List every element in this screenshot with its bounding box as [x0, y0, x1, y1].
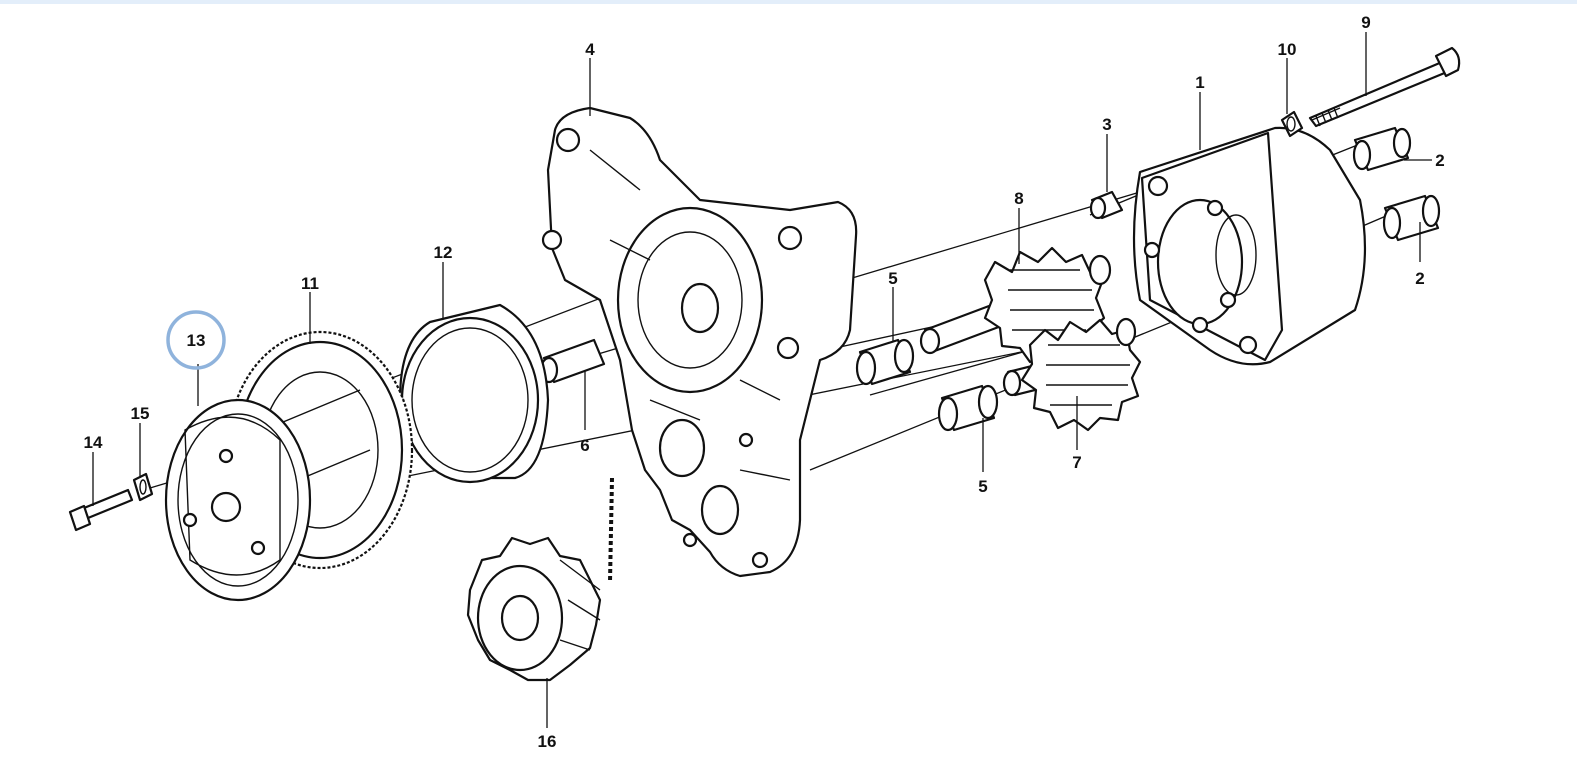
callout-4[interactable]: 4 — [585, 40, 595, 59]
callout-2-upper[interactable]: 2 — [1435, 151, 1444, 170]
callout-2-lower[interactable]: 2 — [1415, 269, 1424, 288]
selected-callout-ring — [166, 310, 226, 370]
callout-16[interactable]: 16 — [538, 732, 557, 751]
driven-gear[interactable] — [1002, 317, 1142, 432]
top-accent-bar — [0, 0, 1577, 4]
bushing-lower[interactable] — [937, 384, 999, 432]
hex-bolt[interactable] — [68, 488, 134, 532]
callout-1[interactable]: 1 — [1195, 73, 1204, 92]
helical-gear[interactable] — [466, 536, 602, 682]
lock-washer[interactable] — [1280, 110, 1304, 138]
callout-14[interactable]: 14 — [84, 433, 103, 452]
dowel-pin[interactable] — [539, 338, 606, 384]
bearing-ring[interactable] — [398, 303, 550, 484]
callout-15[interactable]: 15 — [131, 404, 150, 423]
callout-10[interactable]: 10 — [1278, 40, 1297, 59]
callout-9[interactable]: 9 — [1361, 13, 1370, 32]
callout-6[interactable]: 6 — [580, 436, 589, 455]
callout-11[interactable]: 11 — [301, 274, 319, 293]
callout-7[interactable]: 7 — [1072, 453, 1081, 472]
dowel-sleeve-upper[interactable] — [1352, 126, 1412, 172]
washer[interactable] — [132, 472, 154, 502]
callout-labels: 1 2 2 3 4 5 5 6 7 8 9 10 11 12 13 14 15 … — [84, 13, 1445, 751]
callout-8[interactable]: 8 — [1014, 189, 1023, 208]
small-sleeve[interactable] — [1089, 190, 1124, 220]
dowel-sleeve-lower[interactable] — [1382, 194, 1441, 242]
hub-pulley[interactable] — [164, 398, 312, 602]
callout-5-upper[interactable]: 5 — [888, 269, 897, 288]
pump-housing[interactable] — [1132, 126, 1367, 366]
callout-3[interactable]: 3 — [1102, 115, 1111, 134]
gear-cover-bracket[interactable] — [541, 106, 858, 578]
callout-13[interactable]: 13 — [187, 331, 206, 350]
bushing-upper[interactable] — [855, 338, 915, 386]
callout-leaders — [92, 32, 1432, 728]
callout-5-lower[interactable]: 5 — [978, 477, 987, 496]
long-bolt[interactable] — [1308, 46, 1461, 128]
callout-12[interactable]: 12 — [434, 243, 453, 262]
